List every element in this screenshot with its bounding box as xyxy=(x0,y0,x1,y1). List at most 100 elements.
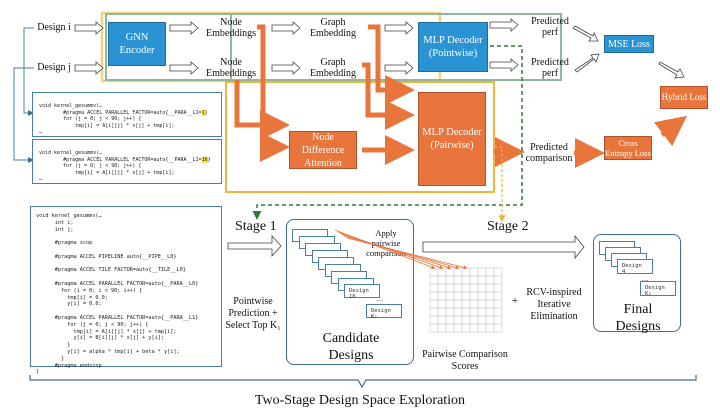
score-cell xyxy=(445,283,455,293)
graph-embedding-j-line2: Embedding xyxy=(309,68,357,79)
apply-pairwise-label: Apply pairwise comparison xyxy=(360,228,412,258)
nda-line2: Attention xyxy=(304,157,342,169)
score-cell xyxy=(469,267,479,277)
arrow-mse-hybrid xyxy=(658,61,685,79)
candidate-designs-line2: Designs xyxy=(328,348,374,363)
code-i-line5: … xyxy=(39,129,43,136)
stage1-desc-line2: Prediction + xyxy=(228,308,278,319)
score-cell xyxy=(477,275,487,285)
arrow-gnn-node-j xyxy=(169,61,199,75)
score-cell xyxy=(445,299,455,309)
score-cell xyxy=(453,291,463,301)
pointwise-frame-green-2 xyxy=(105,13,562,81)
score-cell xyxy=(461,307,471,317)
score-cell xyxy=(429,307,439,317)
node-embeddings-j-line2: Embeddings xyxy=(206,68,256,79)
score-cell xyxy=(469,315,479,325)
arrow-stage2 xyxy=(422,234,585,260)
arrow-perf-mse-1 xyxy=(572,25,599,42)
code-i-line1: void kernel_gesummv(… xyxy=(39,103,103,110)
predicted-perf-j-line2: perf xyxy=(541,68,559,79)
mlp-decoder-pointwise-box: MLP Decoder (Pointwise) xyxy=(418,22,488,72)
score-cell xyxy=(445,267,455,277)
score-cell xyxy=(493,323,503,333)
pairwise-scores-line2: Scores xyxy=(451,361,479,372)
plus-sign: + xyxy=(511,295,519,307)
score-cell xyxy=(477,323,487,333)
score-cell xyxy=(469,283,479,293)
mlp-pointwise-line1: MLP Decoder xyxy=(423,35,483,46)
nda-line1: Node Difference xyxy=(301,131,345,156)
graph-embedding-j: Graph Embedding xyxy=(305,57,361,79)
score-cell xyxy=(437,283,447,293)
arrow-stage1 xyxy=(227,234,282,258)
score-cell xyxy=(485,315,495,325)
mse-loss-box: MSE Loss xyxy=(604,35,654,53)
score-cell xyxy=(429,291,439,301)
score-cell xyxy=(429,283,439,293)
rcv-line1: RCV-inspired xyxy=(526,287,582,298)
score-cell xyxy=(453,275,463,285)
score-cell xyxy=(445,323,455,333)
score-cell xyxy=(445,291,455,301)
predicted-perf-j: Predicted perf xyxy=(525,57,575,79)
arrow-gnn-node-i xyxy=(169,21,199,35)
stage1-desc-line3: Select Top K₁ xyxy=(225,320,281,331)
score-cell xyxy=(461,299,471,309)
cross-entropy-loss-box: Cross Entropy Loss xyxy=(604,136,652,160)
score-cell xyxy=(453,283,463,293)
score-cell xyxy=(493,299,503,309)
final-designs-line2: Designs xyxy=(615,319,661,334)
node-difference-attention-box: Node Difference Attention xyxy=(289,131,357,169)
mlp-decoder-pairwise-box: MLP Decoder (Pairwise) xyxy=(418,92,486,186)
code-j-line4: tmp[i] = A[i][j] * x[j] + tmp[i]; xyxy=(39,169,175,176)
mlp-pairwise-line2: (Pairwise) xyxy=(430,140,474,151)
ce-line1: Cross xyxy=(618,138,638,148)
gnn-encoder-box: GNN Encoder xyxy=(108,22,166,66)
score-cell xyxy=(461,267,471,277)
score-cell xyxy=(445,307,455,317)
candidate-card-design-k1: Design K₁ xyxy=(366,304,402,320)
score-cell xyxy=(485,299,495,309)
score-cell xyxy=(453,323,463,333)
predicted-perf-i-line1: Predicted xyxy=(531,16,569,27)
score-cell xyxy=(477,315,487,325)
score-cell xyxy=(469,307,479,317)
score-cell xyxy=(453,307,463,317)
score-cell xyxy=(437,299,447,309)
conn-graph-j-to-mlp xyxy=(362,62,415,130)
score-cell xyxy=(429,323,439,333)
code-full-kernel: void kernel_gesummv(… int i; int j; #pra… xyxy=(30,206,222,375)
score-cell xyxy=(485,275,495,285)
score-cell xyxy=(437,275,447,285)
design-i-label: Design i xyxy=(37,22,71,33)
score-cell xyxy=(453,267,463,277)
node-embeddings-i-line1: Node xyxy=(220,17,242,28)
stage1-description: Pointwise Prediction + Select Top K₁ xyxy=(222,296,284,332)
score-cell xyxy=(437,315,447,325)
stage1-label: Stage 1 xyxy=(235,219,277,234)
pairwise-frame xyxy=(225,81,495,193)
score-cell xyxy=(493,267,503,277)
green-dashed-connector xyxy=(252,45,523,220)
apply-pairwise-line2: comparison xyxy=(366,248,406,258)
design-j-connector xyxy=(13,67,34,163)
arrow-mlp-perf-j xyxy=(489,58,519,72)
final-designs-line1: Final xyxy=(623,302,653,317)
arrow-graph-mlp-j xyxy=(384,61,414,75)
rcv-description: RCV-inspired Iterative Elimination xyxy=(524,287,584,323)
score-cell xyxy=(477,299,487,309)
arrow-perf-mse-2 xyxy=(574,53,600,73)
node-embeddings-j-line1: Node xyxy=(220,57,242,68)
pairwise-comparison-line xyxy=(346,237,468,270)
predicted-comparison-line2: comparison xyxy=(525,153,573,164)
yellow-dashed-connector xyxy=(494,146,506,223)
score-cell xyxy=(477,283,487,293)
score-cell xyxy=(469,275,479,285)
score-cell xyxy=(469,323,479,333)
arrow-node-graph-i xyxy=(271,21,301,35)
pairwise-scores-label: Pairwise Comparison Scores xyxy=(420,349,510,373)
score-cell xyxy=(453,315,463,325)
